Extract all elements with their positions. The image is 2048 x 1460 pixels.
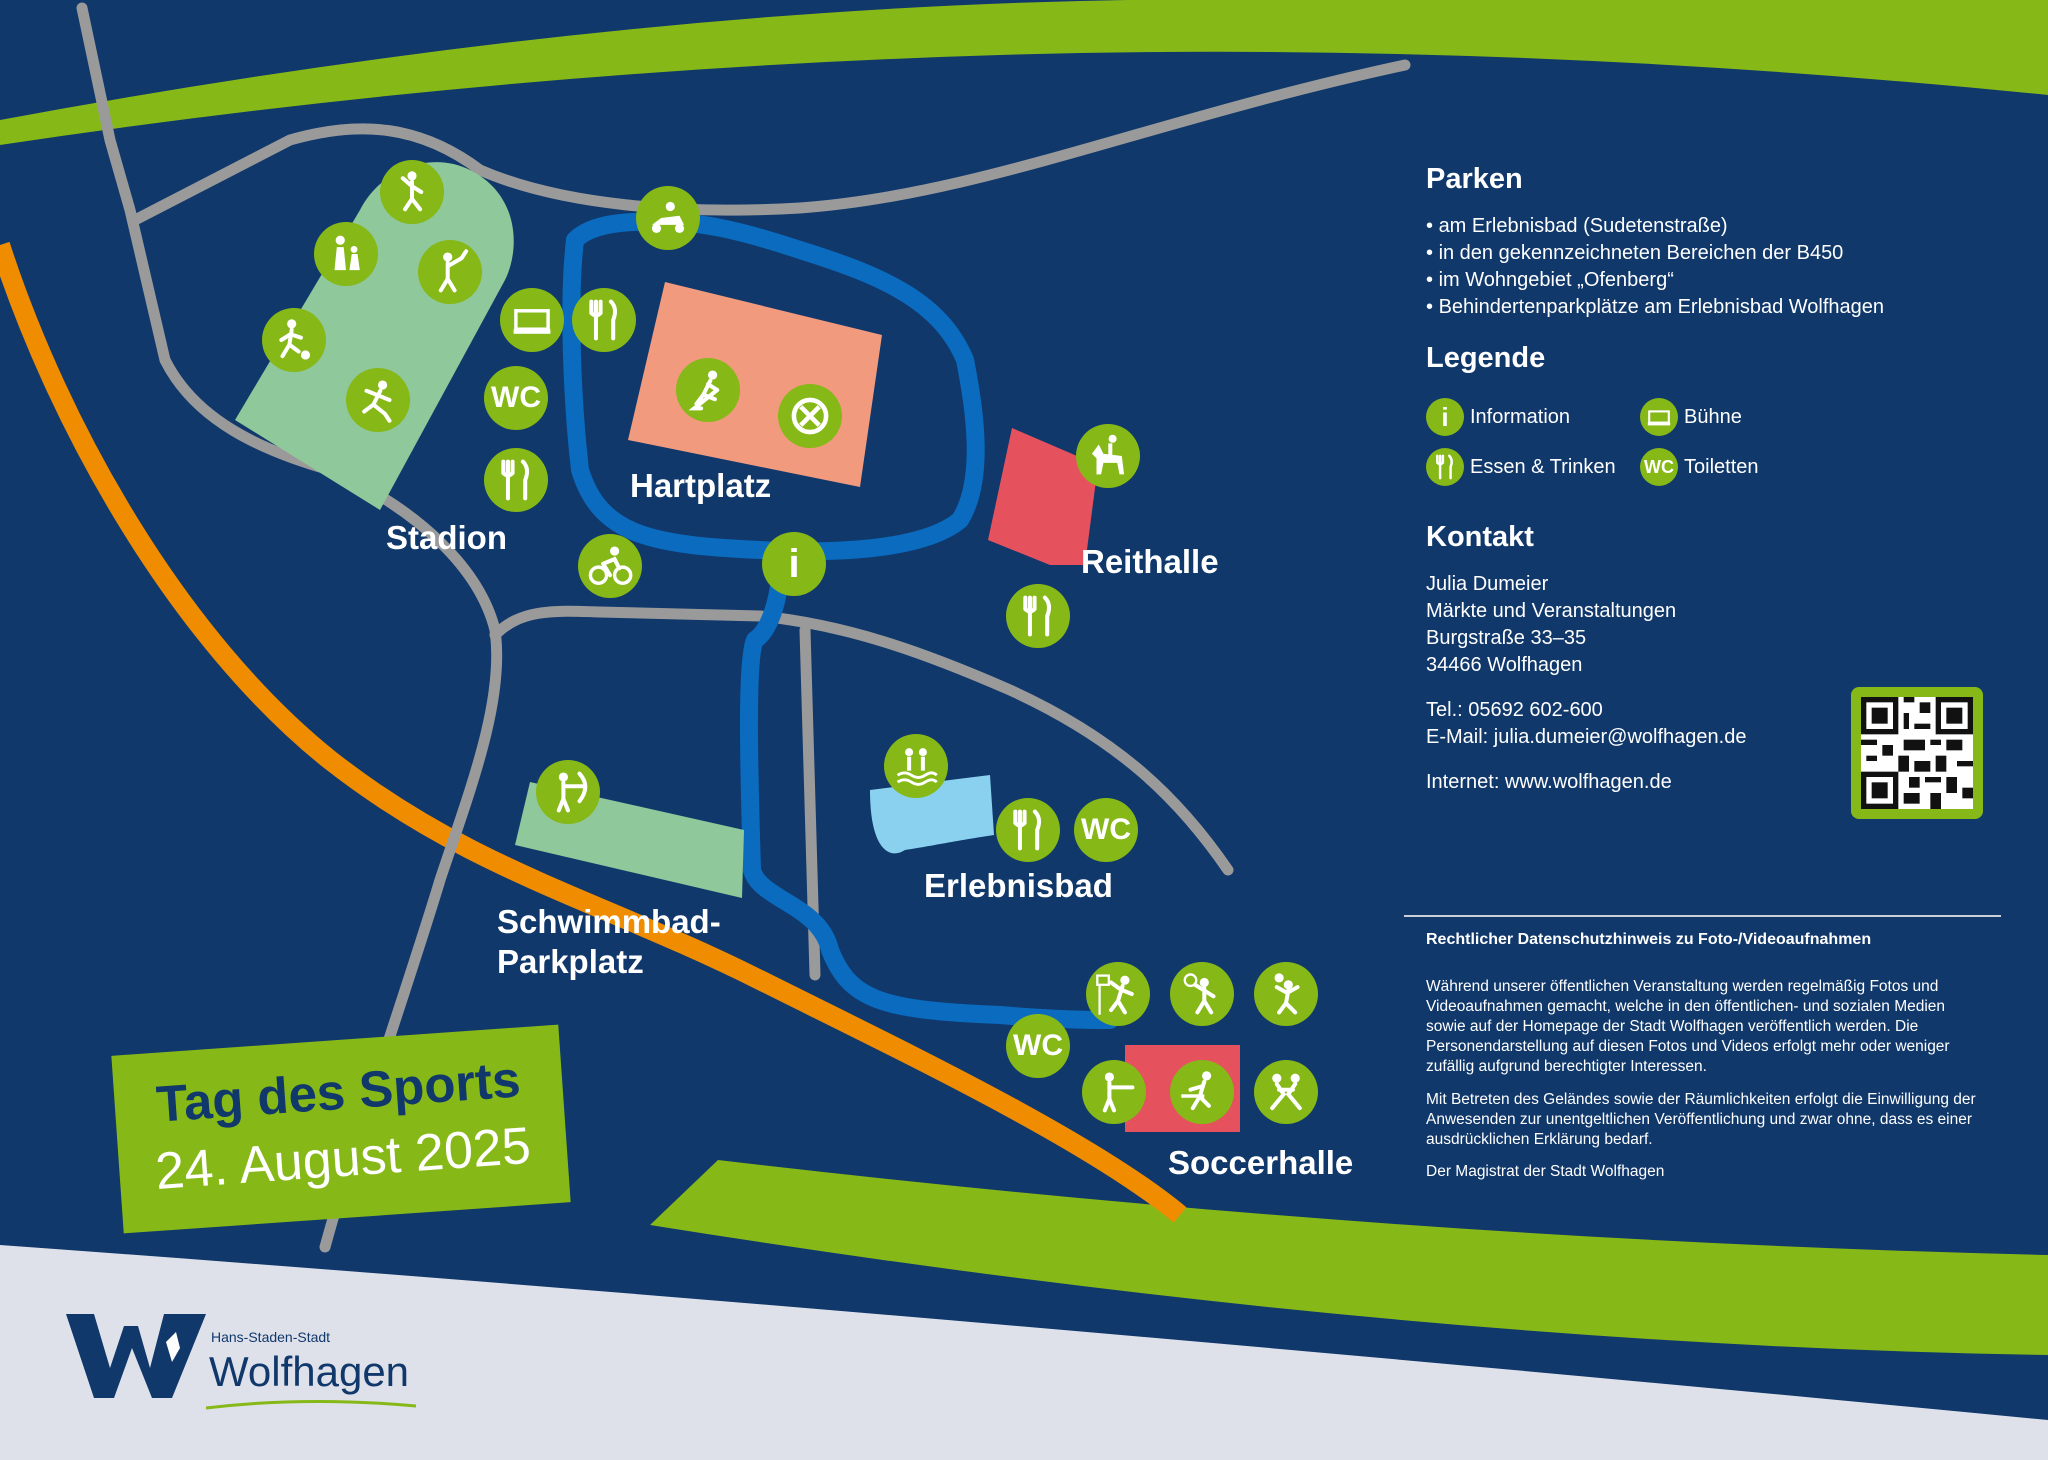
wolfhagen-w-emblem-icon bbox=[66, 1314, 206, 1398]
legend-row: i Information Bühne bbox=[1426, 392, 2006, 442]
parken-heading: Parken bbox=[1426, 163, 1523, 195]
qr-code-image bbox=[1861, 697, 1973, 809]
golf-icon bbox=[418, 240, 482, 304]
info-icon: i bbox=[762, 532, 826, 596]
wolfhagen-logo: Hans-Staden-Stadt Wolfhagen bbox=[66, 1312, 426, 1412]
qr-code[interactable] bbox=[1851, 687, 1983, 819]
contact-internet[interactable]: Internet: www.wolfhagen.de bbox=[1426, 771, 1672, 794]
top-green-swoosh bbox=[0, 0, 2048, 145]
handball-icon bbox=[346, 368, 410, 432]
legend-essen: Essen & Trinken bbox=[1426, 448, 1640, 487]
label-reithalle: Reithalle bbox=[1081, 543, 1219, 580]
wc-icon: WC bbox=[1640, 448, 1678, 487]
info-panel: Parken am Erlebnisbad (Sudetenstraße) in… bbox=[1426, 160, 2006, 796]
hockey-icon bbox=[676, 358, 740, 422]
contact-block: Julia Dumeier Märkte und Veranstaltungen… bbox=[1426, 571, 2006, 796]
table-tennis-icon bbox=[1170, 1060, 1234, 1124]
gymnastics-icon bbox=[380, 160, 444, 224]
label-schwimmbad-parkplatz: Schwimmbad- Parkplatz bbox=[497, 903, 721, 980]
legend-information-label: Information bbox=[1470, 405, 1571, 428]
legal-signature: Der Magistrat der Stadt Wolfhagen bbox=[1426, 1162, 1665, 1180]
bottom-band bbox=[0, 1245, 2048, 1460]
legende-heading: Legende bbox=[1426, 342, 1546, 375]
kontakt-heading: Kontakt bbox=[1426, 521, 1534, 554]
reithalle-area bbox=[988, 428, 1098, 565]
stage-icon bbox=[1640, 398, 1678, 437]
food-drink-icon bbox=[996, 798, 1060, 862]
logo-subtitle: Hans-Staden-Stadt bbox=[211, 1329, 331, 1345]
event-title-box: Tag des Sports 24. August 2025 bbox=[111, 1024, 571, 1234]
parken-item: Behindertenparkplätze am Erlebnisbad Wol… bbox=[1426, 294, 2006, 321]
archery-icon bbox=[536, 760, 600, 824]
label-hartplatz: Hartplatz bbox=[630, 467, 772, 504]
soccer-icon bbox=[262, 308, 326, 372]
horse-riding-icon bbox=[1076, 424, 1140, 488]
food-drink-icon bbox=[1426, 448, 1464, 487]
legal-notice: Rechtlicher Datenschutzhinweis zu Foto-/… bbox=[1426, 930, 1976, 1194]
cycling-icon bbox=[578, 534, 642, 598]
legend-buehne-label: Bühne bbox=[1684, 405, 1742, 428]
food-drink-icon bbox=[1006, 584, 1070, 648]
food-drink-icon bbox=[484, 448, 548, 512]
orange-road bbox=[0, 241, 1187, 1223]
chess-icon bbox=[314, 222, 378, 286]
food-drink-icon bbox=[572, 288, 636, 352]
logo-swoosh-icon bbox=[206, 1399, 416, 1410]
kart-racing-icon bbox=[636, 186, 700, 250]
legal-heading: Rechtlicher Datenschutzhinweis zu Foto-/… bbox=[1426, 931, 1872, 948]
wrestling-icon bbox=[1254, 1060, 1318, 1124]
badminton-icon bbox=[1170, 962, 1234, 1026]
legend-buehne: Bühne bbox=[1640, 398, 1742, 437]
synchronized-swimming-icon bbox=[884, 734, 948, 798]
hartplatz-field bbox=[628, 282, 882, 487]
legend-toiletten-label: Toiletten bbox=[1684, 455, 1759, 478]
parken-item: im Wohngebiet „Ofenberg“ bbox=[1426, 267, 2006, 294]
label-stadion: Stadion bbox=[386, 519, 507, 556]
contact-dept: Märkte und Veranstaltungen bbox=[1426, 600, 1677, 623]
contact-tel[interactable]: Tel.: 05692 602-600 bbox=[1426, 699, 1603, 722]
shooting-icon bbox=[1082, 1060, 1146, 1124]
basketball-icon bbox=[1086, 962, 1150, 1026]
bottom-green-swoosh bbox=[650, 1160, 2048, 1355]
parken-item: am Erlebnisbad (Sudetenstraße) bbox=[1426, 213, 2006, 240]
stage-icon bbox=[500, 288, 564, 352]
legend-essen-label: Essen & Trinken bbox=[1470, 455, 1616, 478]
contact-email[interactable]: E-Mail: julia.dumeier@wolfhagen.de bbox=[1426, 726, 1747, 749]
parken-item: in den gekennzeichneten Bereichen der B4… bbox=[1426, 240, 2006, 267]
parken-list: am Erlebnisbad (Sudetenstraße) in den ge… bbox=[1426, 213, 2006, 321]
wc-icon: WC bbox=[1006, 1014, 1070, 1078]
logo-title: Wolfhagen bbox=[209, 1348, 410, 1395]
legal-paragraph-1: Während unserer öffentlichen Veranstaltu… bbox=[1426, 977, 1950, 1076]
walking-path bbox=[562, 212, 1119, 1029]
no-entry-icon bbox=[778, 384, 842, 448]
wc-icon: WC bbox=[1074, 798, 1138, 862]
gray-roads bbox=[76, 2, 1411, 1253]
contact-name: Julia Dumeier bbox=[1426, 573, 1549, 596]
label-soccerhalle: Soccerhalle bbox=[1168, 1144, 1354, 1181]
legend-row: Essen & Trinken WC Toiletten bbox=[1426, 442, 2006, 492]
legend-toiletten: WC Toiletten bbox=[1640, 448, 1759, 487]
divider bbox=[1404, 915, 2001, 917]
label-erlebnisbad: Erlebnisbad bbox=[924, 867, 1113, 904]
legend-information: i Information bbox=[1426, 398, 1640, 437]
contact-city: 34466 Wolfhagen bbox=[1426, 654, 1583, 677]
wc-icon: WC bbox=[484, 366, 548, 430]
contact-street: Burgstraße 33–35 bbox=[1426, 627, 1587, 650]
legal-paragraph-2: Mit Betreten des Geländes sowie der Räum… bbox=[1426, 1090, 1976, 1148]
info-icon: i bbox=[1426, 398, 1464, 437]
volleyball-icon bbox=[1254, 962, 1318, 1026]
